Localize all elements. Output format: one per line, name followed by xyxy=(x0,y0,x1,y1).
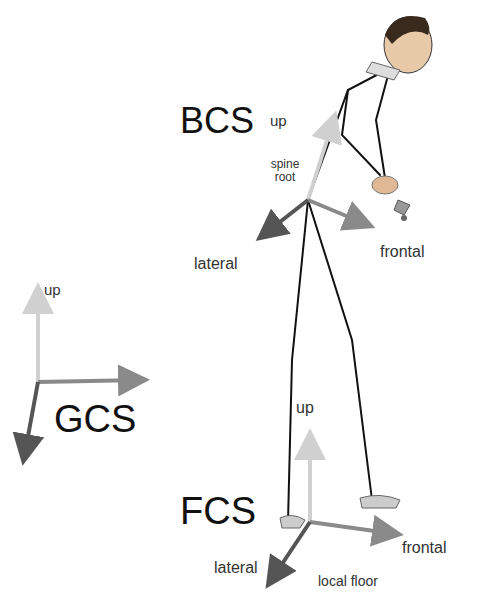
coordinate-system-name: FCS xyxy=(180,492,256,532)
point-label: local floor xyxy=(318,574,378,589)
axis-label: frontal xyxy=(380,244,424,261)
axis-label: up xyxy=(296,400,314,417)
axis-label: up xyxy=(44,282,61,298)
axis-label: frontal xyxy=(402,540,446,557)
coordinate-system-name: BCS xyxy=(180,102,254,140)
axis-label: lateral xyxy=(214,560,258,577)
coordinate-system-name: GCS xyxy=(54,400,136,440)
point-label: spine root xyxy=(266,158,304,183)
axis-label: lateral xyxy=(194,256,238,273)
axis-label: up xyxy=(270,113,287,129)
